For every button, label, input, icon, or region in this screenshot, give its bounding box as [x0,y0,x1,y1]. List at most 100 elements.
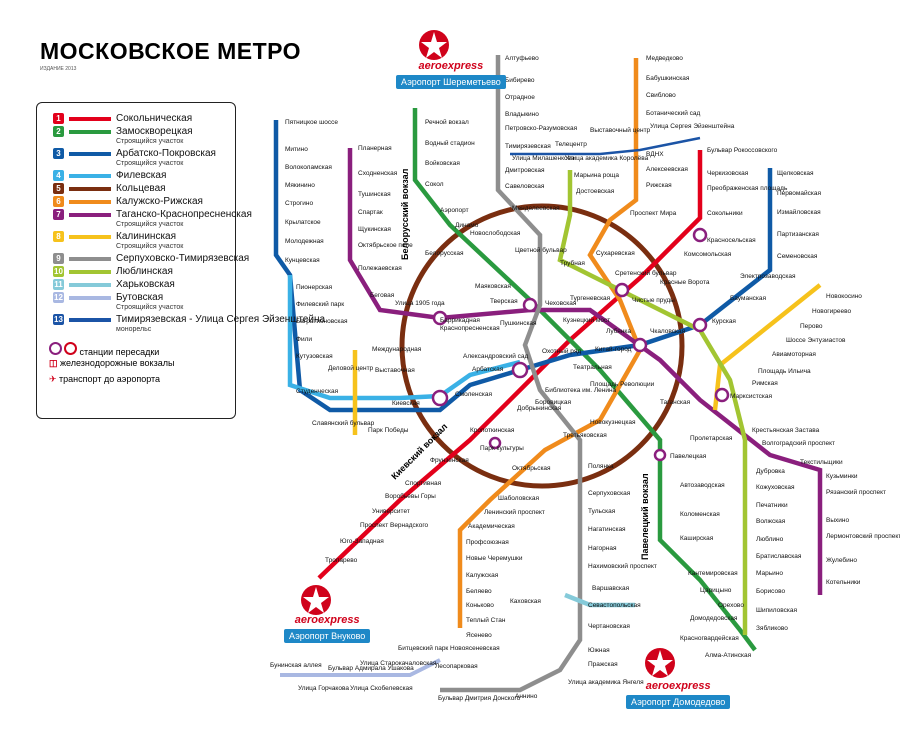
station-park-pobedy: Парк Победы [368,426,409,434]
station-barrikadnaya: Баррикадная [440,317,480,324]
station-sretensky: Сретенский бульвар [615,269,677,277]
station-sviblovo: Свиблово [646,91,676,99]
station-begovaya: Беговая [370,292,395,299]
station-tulskaya: Тульская [588,508,616,515]
station-tsvetnoy: Цветной бульвар [515,246,567,254]
station-pionerskaya: Пионерская [296,284,333,291]
station-bratislavskaya: Братиславская [756,553,802,560]
station-polyanka: Полянка [588,463,614,470]
station-sokol: Сокол [425,181,444,188]
aeroexpress-star-vnukovo [301,585,331,615]
map-legend: 1Сокольническая2ЗамоскворецкаяСтроящийся… [36,102,236,419]
legend-line-sub: Строящийся участок [116,243,183,250]
station-strogino: Строгино [285,200,313,207]
aeroexpress-logo: aeroexpress [626,680,730,692]
station-aeroport: Аэропорт [440,207,469,214]
station-teatralnaya: Театральная [573,364,612,371]
rail-paveletsky: Павелецкий вокзал [640,473,650,560]
station-elektrozavodskaya: Электрозаводская [740,273,796,280]
station-lubyanka: Лубянка [606,327,631,335]
aeroexpress-domodedovo-badge: aeroexpress Аэропорт Домодедово [626,680,730,710]
airplane-icon: ✈ [49,374,57,384]
legend-airport: ✈ транспорт до аэропорта [49,374,160,385]
station-turgenevskaya: Тургеневская [570,295,611,302]
station-vodny: Водный стадион [425,139,475,147]
station-krasnye-vorota: Красные Ворота [660,279,710,286]
station-lyublino: Люблино [756,535,784,543]
legend-line-swatch [69,117,111,121]
station-vladykino: Владыкино [505,111,539,118]
legend-line-swatch [69,257,111,261]
station-semyonovskaya: Семеновская [777,253,818,260]
station-dmitriya-donskogo: Бульвар Дмитрия Донского [438,695,521,702]
station-kitay-gorod: Китай-город [595,345,632,353]
station-eyzenshteyna: Улица Сергея Эйзенштейна [650,122,735,130]
station-tyoply-stan: Теплый Стан [466,616,506,624]
station-volokolamskaya: Волоколамская [285,164,332,171]
legend-line-name: Калининская [116,231,176,242]
legend-line-name: Тимирязевская - Улица Сергея Эйзенштейна [116,314,325,325]
station-altufyevo: Алтуфьево [505,55,539,62]
station-sokolniki: Сокольники [707,210,743,217]
legend-line-swatch [69,235,111,239]
legend-line-name: Филевская [116,170,166,181]
station-avtozavodskaya: Автозаводская [680,482,725,489]
station-baumanskaya: Бауманская [730,295,767,302]
station-okhotny-ryad: Охотный ряд [542,347,581,355]
station-pyatnitskoe: Пятницкое шоссе [285,119,338,126]
station-rimskaya: Римская [752,380,778,387]
station-tretyakovskaya: Третьяковская [563,432,607,439]
station-kakhovskaya: Каховская [510,598,541,605]
legend-line-number: 9 [53,253,64,264]
station-preobrazhenskaya: Преображенская площадь [707,184,788,192]
station-krasnopresnenskaya: Краснопресненская [440,325,500,332]
railway-icon: ◫ [49,358,58,368]
legend-railway: ◫ железнодорожные вокзалы [49,358,174,369]
station-bitsevsky: Битцевский парк [398,644,448,652]
station-skobelevskaya: Улица Скобелевская [350,684,413,692]
station-kaluzhskaya: Калужская [466,572,499,579]
station-fili: Фили [296,336,312,343]
rail-belorussky: Белорусский вокзал [400,168,410,260]
legend-line-swatch [69,200,111,204]
station-leninsky: Ленинский проспект [484,508,545,516]
legend-line-name: Калужско-Рижская [116,196,203,207]
station-domodedovskaya: Домодедовская [690,615,738,622]
station-korolyova: Улица академика Королёва [565,155,649,162]
legend-line-name: Кольцевая [116,183,166,194]
station-gorchakova: Улица Горчакова [298,685,349,692]
legend-line-swatch [69,187,111,191]
aeroexpress-sheremetyevo-badge: aeroexpress Аэропорт Шереметьево [396,60,506,90]
station-novokuznetskaya: Новокузнецкая [590,419,636,426]
station-rizhskaya: Рижская [646,182,672,189]
station-vystavochnaya: Выставочная [375,367,415,374]
station-studencheskaya: Студенческая [296,388,339,395]
station-shabolovskaya: Шаболовская [498,494,539,502]
station-zhulebino: Жулебино [826,556,857,564]
legend-line-name: Замоскворецкая [116,126,193,137]
station-ulitsa-1905: Улица 1905 года [395,300,445,307]
station-dobryninskaya: Добрынинская [517,404,562,412]
station-perovo: Перово [800,323,823,330]
station-tverskaya: Тверская [490,298,518,305]
legend-line-sub: Строящийся участок [116,221,183,228]
station-spartak: Спартак [358,209,383,216]
station-yugo-zapadnaya: Юго-Западная [340,538,384,545]
station-mitino: Митино [285,146,308,153]
station-novokosino: Новокосино [826,293,862,300]
station-kievskaya: Киевская [392,400,420,407]
legend-line-number: 11 [53,279,64,290]
station-lesoparkovaya: Лесопарковая [435,663,478,670]
station-akademicheskaya: Академическая [468,523,515,530]
station-alekseevskaya: Алексеевская [646,166,688,173]
station-skhodnenskaya: Сходненская [358,170,398,177]
legend-line-sub: монорельс [116,326,151,333]
station-telecentr: Телецентр [555,141,587,148]
station-sukharevskaya: Сухаревская [596,250,635,257]
station-ploshchad-ilicha: Площадь Ильича [758,368,811,375]
station-delovoy: Деловой центр [328,364,374,372]
station-chertanovskaya: Чертановская [588,623,630,630]
station-molodezhnaya: Молодежная [285,238,324,245]
station-kashirskaya: Каширская [680,535,714,542]
station-botanicheskiy: Ботанический сад [646,109,701,117]
